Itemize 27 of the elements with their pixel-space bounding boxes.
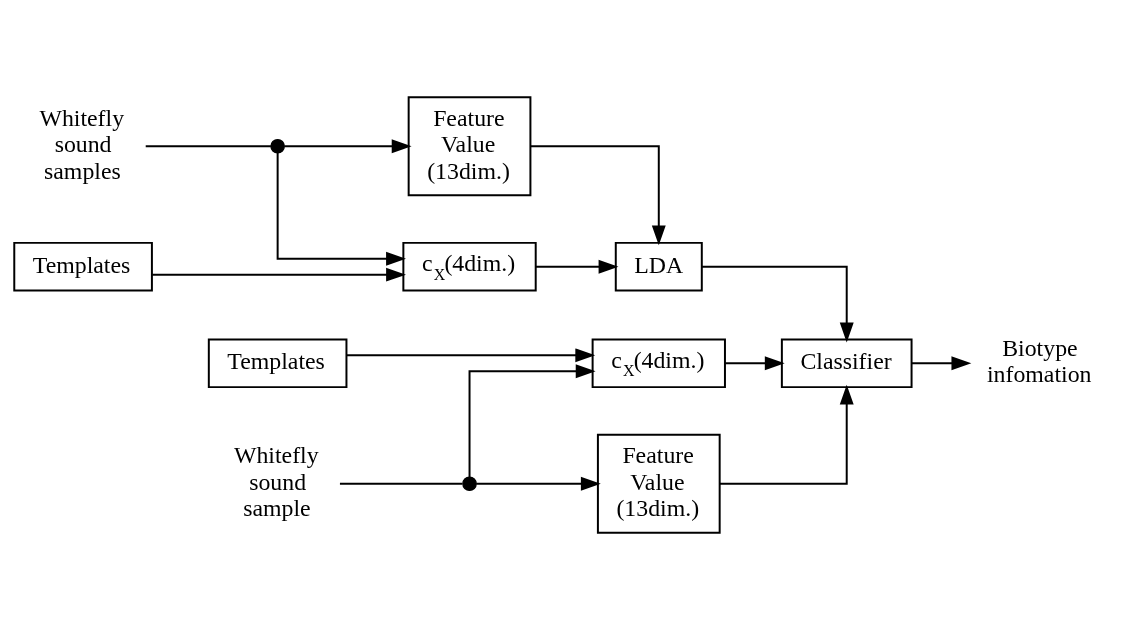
connector bbox=[338, 482, 464, 485]
node-box: Feature Value (13dim.) bbox=[407, 96, 532, 197]
node-circle bbox=[270, 138, 285, 154]
node-box: LDA bbox=[614, 241, 703, 292]
connector bbox=[144, 145, 272, 148]
arrow bbox=[276, 151, 406, 266]
arrow bbox=[724, 356, 785, 371]
arrow bbox=[700, 265, 854, 343]
node-circle bbox=[462, 476, 477, 492]
node-box: Feature Value (13dim.) bbox=[596, 433, 721, 534]
arrow bbox=[475, 476, 601, 491]
arrow bbox=[283, 139, 412, 154]
arrow bbox=[718, 384, 854, 485]
arrow bbox=[910, 356, 972, 371]
node-box: Classifier bbox=[780, 338, 913, 389]
arrow bbox=[529, 145, 666, 246]
arrow bbox=[345, 348, 596, 363]
arrow bbox=[468, 364, 596, 479]
node-text: Whitefly sound samples bbox=[39, 104, 125, 184]
node-box: Templates bbox=[207, 338, 348, 389]
arrow bbox=[151, 267, 406, 282]
node-box: Templates bbox=[13, 241, 153, 292]
arrow bbox=[534, 259, 619, 274]
node-text: Biotype infomation bbox=[987, 334, 1092, 388]
node-box: c$_{X}$(4dim.) bbox=[402, 241, 537, 292]
node-text: Whitefly sound sample bbox=[233, 442, 319, 522]
node-box: c$_{X}$(4dim.) bbox=[591, 338, 726, 389]
